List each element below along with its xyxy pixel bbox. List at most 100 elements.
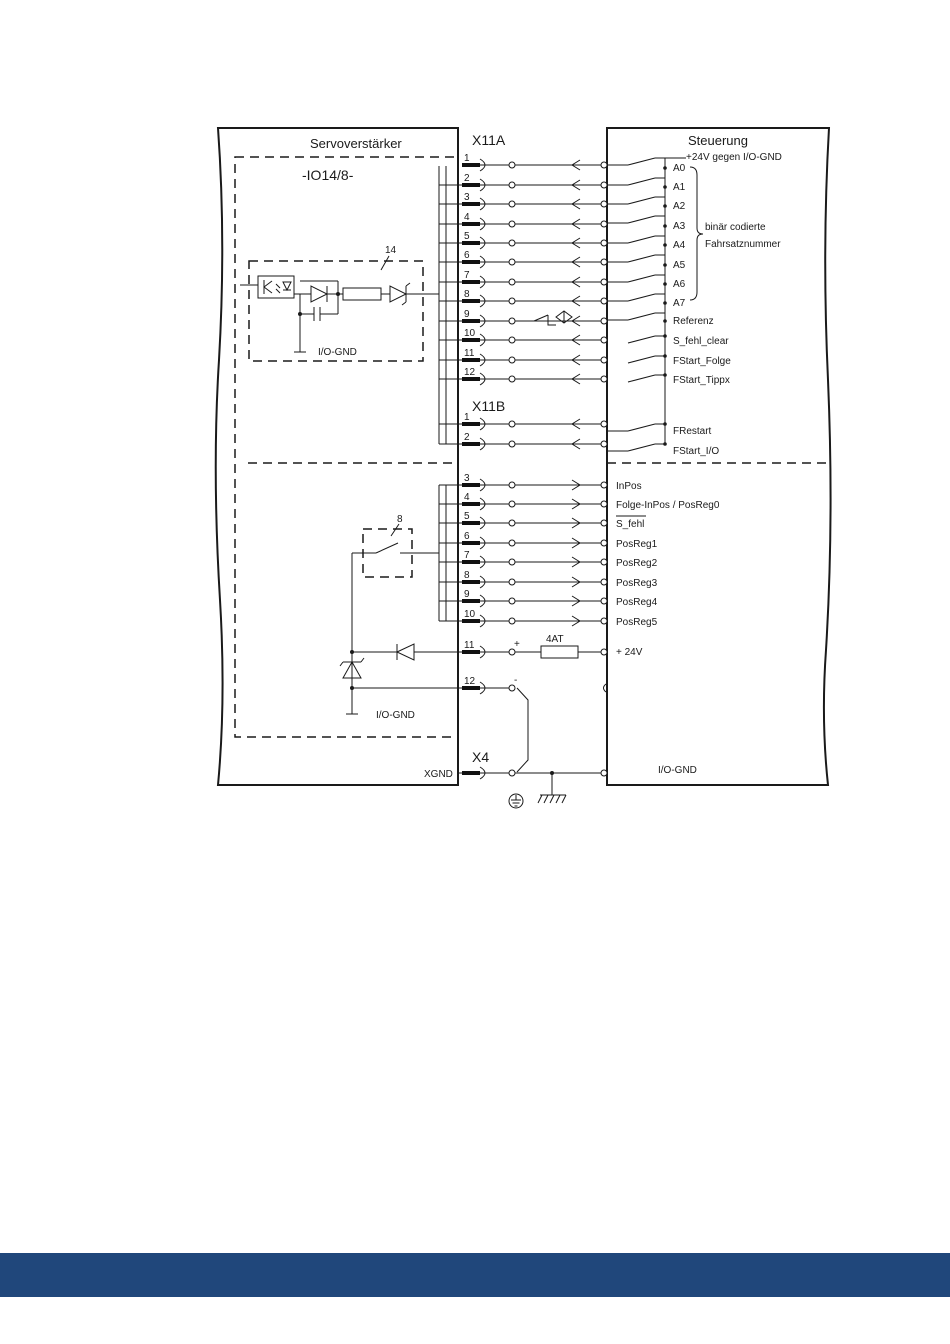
x11b-label: X11B [472,398,505,414]
signal-label: PosReg1 [616,539,658,550]
terminal [600,597,608,605]
arrow-out [571,517,581,529]
label-8: 8 [397,514,403,525]
arrow-in [571,418,581,430]
junction [663,319,667,323]
terminal [600,519,608,527]
terminal [600,578,608,586]
pin-marker [462,299,480,303]
control-io-gnd: I/O-GND [658,765,697,776]
x4-terminal [508,769,516,777]
pin-number: 4 [464,212,470,223]
terminal [600,481,608,489]
arrow-in [571,218,581,230]
switch-contact [627,293,656,302]
footer-bar [0,1253,950,1297]
control-supply-label: +24V gegen I/O-GND [686,152,782,163]
terminal [600,181,608,189]
control-title: Steuerung [688,133,748,148]
switch-contact [627,235,656,244]
pin-number: 10 [464,609,476,620]
x11a-label: X11A [472,132,506,148]
pin-marker [462,502,480,506]
signal-label: A3 [673,221,686,232]
terminal [600,375,608,383]
xgnd-label: XGND [424,769,453,780]
terminal [600,200,608,208]
terminal [600,539,608,547]
arrow-out [571,498,581,510]
terminal [508,558,516,566]
terminal [600,317,608,325]
switch-contact [627,157,656,166]
opto-led [275,281,292,294]
terminal [508,336,516,344]
signal-label: A4 [673,240,686,251]
pin-number: 5 [464,231,470,242]
terminal [508,317,516,325]
switch-contact [627,312,656,321]
terminal [508,375,516,383]
pin-marker [462,280,480,284]
pin-number: 3 [464,192,470,203]
signal-label: FRestart [673,426,712,437]
x4-ctrl-terminal [600,769,608,777]
arrow-out [571,537,581,549]
pin-marker [462,260,480,264]
junction [663,442,667,446]
terminal [508,356,516,364]
junction [663,204,667,208]
terminal [508,181,516,189]
signal-label: S_fehl_clear [673,336,729,347]
pin-number: 9 [464,309,470,320]
terminal [600,278,608,286]
pin-number: 6 [464,531,470,542]
pin-number: 3 [464,473,470,484]
signal-label: A2 [673,201,686,212]
signal-label: A7 [673,298,686,309]
pin-marker [462,183,480,187]
switch-contact [627,355,656,364]
terminal [600,356,608,364]
junction [663,354,667,358]
arrow-in [571,276,581,288]
pin-marker [462,580,480,584]
signal-label: S_fehl [616,519,644,530]
chassis-ground-icon [537,794,567,804]
module-label: -IO14/8- [302,167,354,183]
switch-contact [627,335,656,344]
signal-label: Folge-InPos / PosReg0 [616,500,720,511]
polarity: - [514,675,517,686]
pin-marker [462,422,480,426]
terminal [600,336,608,344]
pin-number: 2 [464,432,470,443]
pin-number: 8 [464,289,470,300]
pin-marker [462,241,480,245]
module-boundary [234,156,459,738]
signal-label: A6 [673,279,686,290]
pin-marker [462,222,480,226]
arrow-in [571,438,581,450]
x11a-pins: 1 [462,153,665,172]
pin-number: 2 [464,173,470,184]
opto-transistor [263,280,273,294]
optocoupler [257,275,295,299]
io-gnd-bottom: I/O-GND [376,710,415,721]
arrow-in [571,237,581,249]
pin-number: 1 [464,412,470,423]
servo-title: Servoverstärker [310,136,402,151]
earth-symbol [511,795,521,807]
brace-line-1: binär codierte [705,222,766,233]
terminal [600,161,608,169]
switch-contact [627,177,656,186]
x4-pin-marker [462,771,480,775]
pin-marker [462,358,480,362]
supply-diode [395,643,415,661]
terminal [508,578,516,586]
arrow-in [571,334,581,346]
arrow-in [571,354,581,366]
pin-marker [462,377,480,381]
pin-marker [462,619,480,623]
